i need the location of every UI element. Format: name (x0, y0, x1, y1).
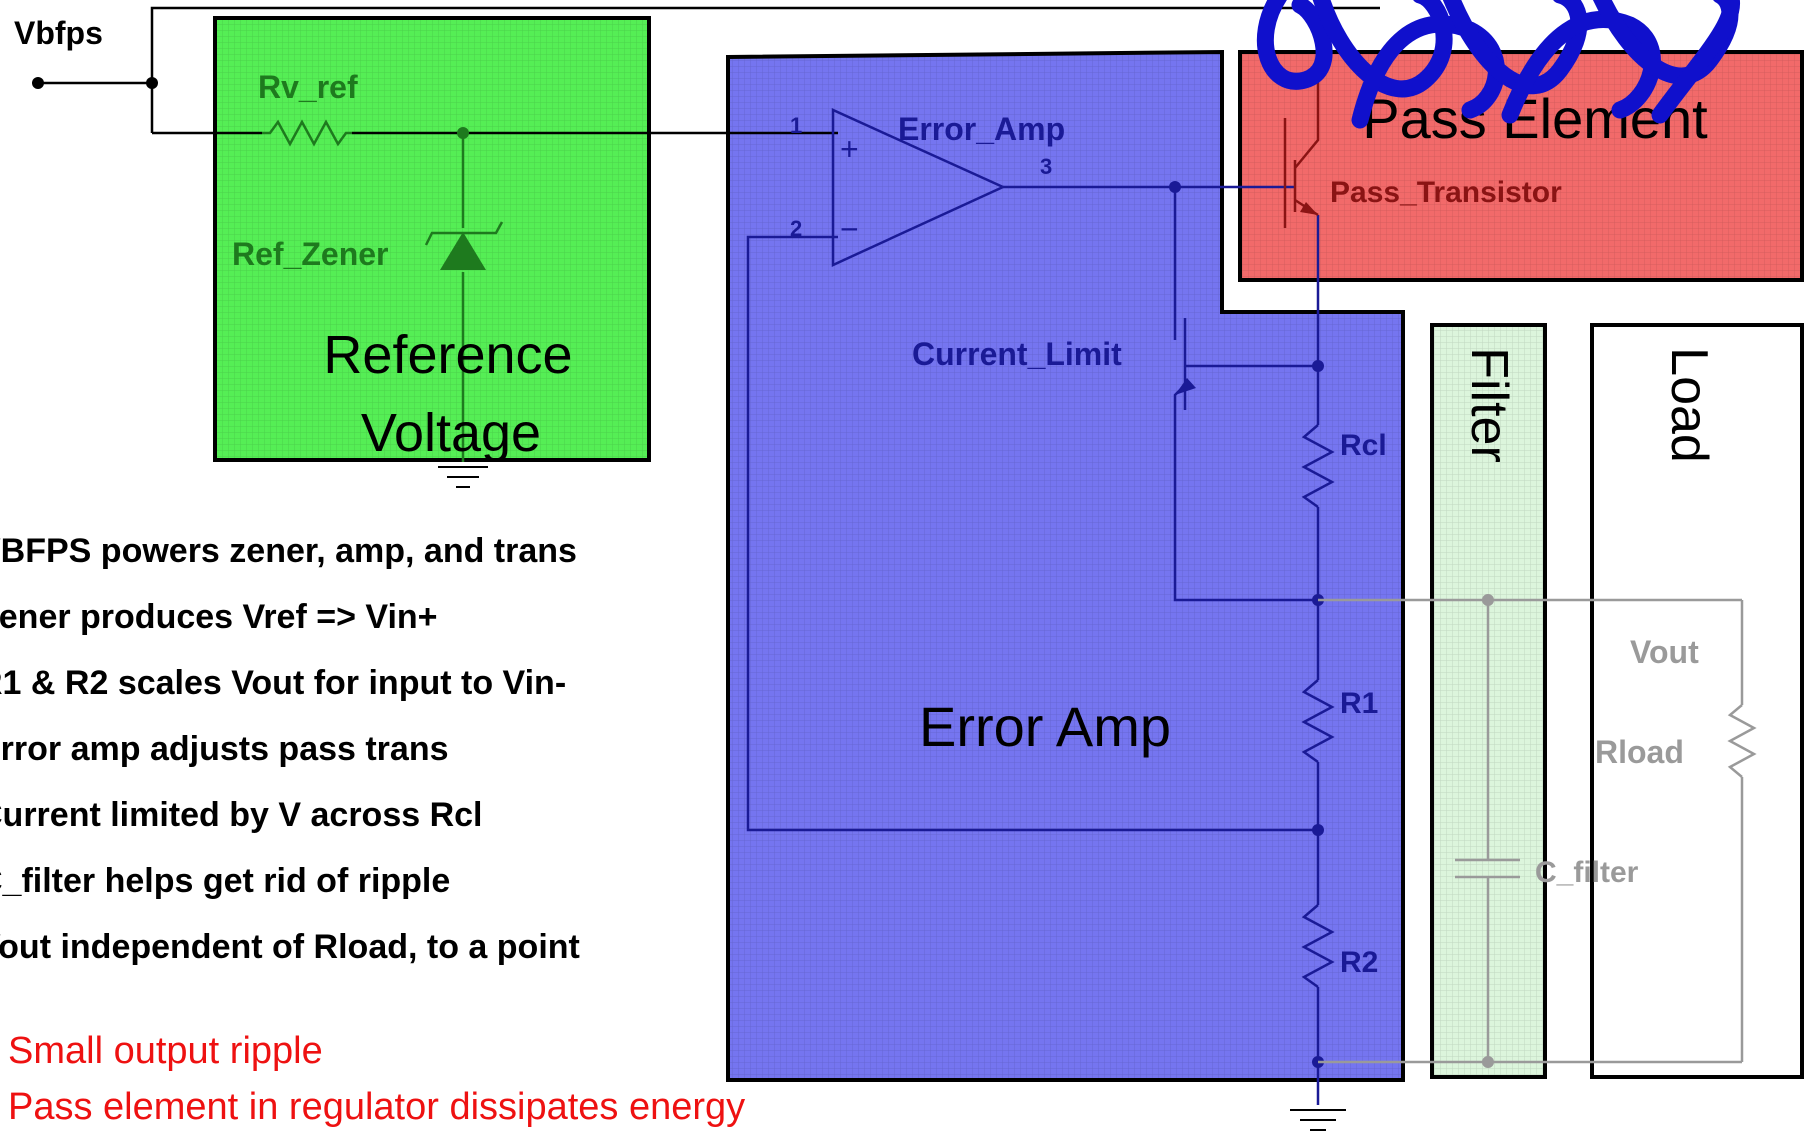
rv-ref-label: Rv_ref (258, 69, 358, 105)
reference-components (262, 119, 504, 462)
load-title: Load (1660, 347, 1718, 463)
input-junction (146, 77, 158, 89)
op-amp-minus: − (840, 211, 859, 247)
reference-voltage-block (213, 16, 651, 462)
input-wiring (38, 6, 1380, 135)
r2-resistor (1301, 904, 1335, 989)
vout-label: Vout (1630, 634, 1699, 670)
filter-and-load-wiring (1318, 598, 1757, 1064)
input-terminal (32, 77, 44, 89)
zener-cathode (424, 221, 504, 246)
zener-diode (440, 232, 486, 270)
pass-transistor-label: Pass_Transistor (1330, 176, 1562, 209)
note-7: Vout independent of Rload, to a point (0, 928, 580, 966)
reference-title-line1: Reference (323, 325, 572, 385)
current-limit-label: Current_Limit (912, 336, 1122, 372)
rload-label: Rload (1595, 734, 1684, 770)
blue-scribble (1256, 0, 1740, 129)
filter-title: Filter (1460, 347, 1518, 463)
pin1-label: 1 (790, 113, 802, 138)
note-1: VBFPS powers zener, amp, and trans (0, 532, 577, 570)
rcl-label: Rcl (1340, 429, 1387, 462)
note-5: Current limited by V across Rcl (0, 796, 483, 834)
reference-junction (457, 127, 469, 139)
load-block (1590, 323, 1804, 1079)
ref-zener-label: Ref_Zener (232, 236, 389, 272)
rload-resistor (1727, 704, 1757, 778)
output-ground (1290, 1109, 1346, 1131)
note-2: Zener produces Vref => Vin+ (0, 598, 438, 636)
reference-ground (438, 466, 488, 488)
rcl-resistor (1301, 424, 1335, 509)
error-amp-title: Error Amp (919, 695, 1171, 758)
note-6: C_filter helps get rid of ripple (0, 862, 451, 900)
rv-ref-resistor (262, 119, 352, 147)
note-3: R1 & R2 scales Vout for input to Vin- (0, 664, 567, 702)
r1-label: R1 (1340, 687, 1378, 720)
r2-label: R2 (1340, 946, 1378, 979)
con-1: Small output ripple (8, 1030, 323, 1072)
r1-resistor (1301, 679, 1335, 764)
pass-transistor-emitter-arrow (1300, 202, 1318, 215)
op-amp-symbol (831, 108, 1007, 267)
reference-title-line2: Voltage (361, 403, 541, 463)
c-filter-label: C_filter (1535, 856, 1639, 889)
input-label: Vbfps (14, 15, 103, 51)
pin2-label: 2 (790, 216, 802, 241)
filter-junctions (1482, 594, 1494, 1068)
error-amp-component-label: Error_Amp (898, 111, 1065, 147)
error-amp-circuitry (746, 108, 1335, 1105)
op-amp-plus: + (840, 131, 859, 167)
error-amp-block (726, 49, 1405, 1082)
pin3-label: 3 (1040, 154, 1052, 179)
con-2: Pass element in regulator dissipates ene… (8, 1086, 746, 1128)
current-limit-emitter-arrow (1175, 378, 1196, 395)
pass-element-title: Pass Element (1362, 87, 1708, 150)
note-4: Error amp adjusts pass trans (0, 730, 449, 768)
